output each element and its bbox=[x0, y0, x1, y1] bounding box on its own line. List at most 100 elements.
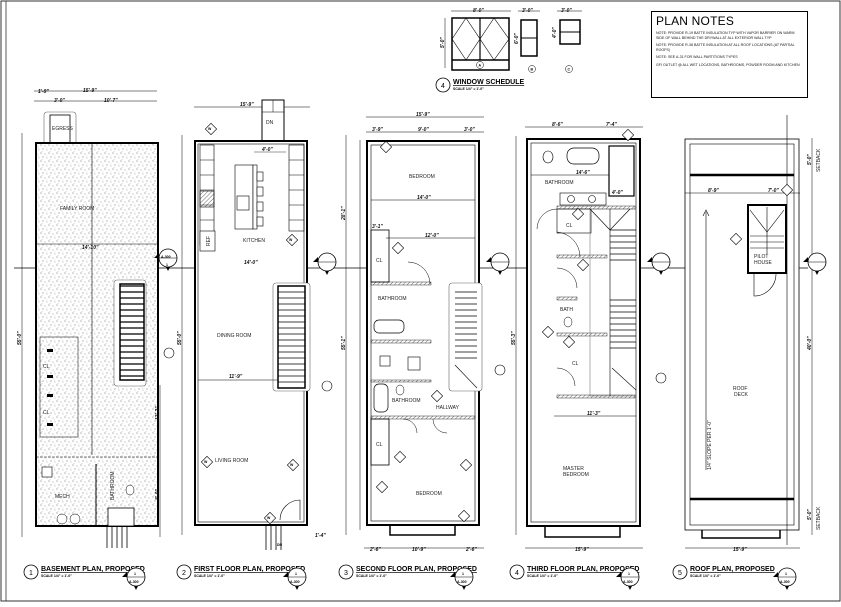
setback-label: SETBACK bbox=[816, 506, 822, 530]
plan-notes-title: PLAN NOTES bbox=[656, 14, 735, 28]
window-c-height: 4'-0" bbox=[552, 27, 558, 39]
plan-scale: SCALE 1/4" = 1'-0" bbox=[194, 574, 225, 578]
room-label-kitchen: KITCHEN bbox=[243, 238, 265, 244]
section-sheet: A-300 bbox=[290, 580, 300, 584]
plan-scale: SCALE 1/4" = 1'-0" bbox=[41, 574, 72, 578]
third-floor-plan: 8'-6" 7'-4" 14'-6" 4'-0" BATHROOM CL BAT… bbox=[509, 122, 671, 591]
dim-text: 10'-7" bbox=[104, 98, 118, 104]
schedule-number: 4 bbox=[441, 83, 445, 90]
room-label-pilot-house-2: HOUSE bbox=[754, 260, 772, 266]
plan-number: 1 bbox=[29, 570, 33, 577]
room-label-egress: EGRESS bbox=[52, 126, 74, 132]
dim-text: 14'-0" bbox=[244, 260, 258, 266]
room-label-cl: CL bbox=[376, 442, 383, 448]
plan-notes-list: NOTE: PROVIDE R-19 BATTE INSULATION TYP … bbox=[656, 31, 803, 68]
first-floor-plan: 15'-9" DN REF 4'-0" KITCHEN 14'-0" bbox=[163, 99, 337, 591]
dim-text: 55'-1" bbox=[341, 336, 347, 350]
plan-number-circle bbox=[338, 564, 354, 580]
dim-text: 14'-0" bbox=[417, 195, 431, 201]
room-label-master-bedroom-2: BEDROOM bbox=[563, 472, 589, 478]
svg-text:W: W bbox=[208, 127, 212, 131]
plan-notes-panel: PLAN NOTES NOTE: PROVIDE R-19 BATTE INSU… bbox=[651, 11, 808, 98]
room-label-bedroom: BEDROOM bbox=[416, 491, 442, 497]
dim-text: 55'-0" bbox=[177, 331, 183, 345]
roof-plan: 8'-9" 7'-0" PILOT HOUSE 1/4" SLOPE PER 1… bbox=[672, 115, 827, 591]
section-sheet: A-300 bbox=[161, 255, 171, 259]
stair-dn-label: DN bbox=[277, 543, 283, 547]
room-label-roof-deck: ROOF bbox=[733, 386, 747, 392]
room-label-bath: BATH bbox=[560, 307, 573, 313]
plan-number-circle bbox=[23, 564, 39, 580]
dim-text: 13'-2" bbox=[155, 406, 161, 420]
plan-number-circle bbox=[509, 564, 525, 580]
dim-text: 28'-1" bbox=[341, 206, 347, 221]
plan-note: NOTE: SEE A-31 FOR WALL PARTITIONS TYPES bbox=[656, 55, 738, 60]
section-number: 1 bbox=[166, 263, 168, 267]
dim-text: 1'-9" bbox=[38, 89, 49, 95]
window-c-tag: C bbox=[568, 68, 571, 72]
window-b-tag: B bbox=[531, 68, 534, 72]
dim-text: 2'-6" bbox=[465, 547, 477, 553]
dim-text: 15'-9" bbox=[240, 102, 254, 108]
plan-title: SECOND FLOOR PLAN, PROPOSED bbox=[356, 566, 477, 573]
room-label-cl: CL bbox=[43, 410, 50, 416]
section-sheet: A-300 bbox=[623, 580, 633, 584]
dim-text: 11'-9" bbox=[229, 374, 243, 380]
schedule-title: WINDOW SCHEDULE bbox=[453, 79, 524, 86]
dim-text: 15'-9" bbox=[83, 88, 97, 94]
svg-text:W: W bbox=[267, 516, 271, 520]
plan-title: FIRST FLOOR PLAN, PROPOSED bbox=[194, 566, 305, 573]
section-number: 1 bbox=[462, 572, 464, 576]
section-number: 1 bbox=[785, 572, 787, 576]
section-sheet: A-300 bbox=[780, 580, 790, 584]
plan-scale: SCALE 1/4" = 1'-0" bbox=[690, 574, 721, 578]
room-label-dining-room: DINING ROOM bbox=[217, 333, 251, 339]
window-b-height: 6'-0" bbox=[514, 33, 520, 44]
room-label-cl: CL bbox=[572, 361, 579, 367]
dim-text: 8'-6" bbox=[552, 122, 563, 128]
plan-number: 5 bbox=[678, 570, 682, 577]
appliance-ref: REF bbox=[206, 236, 212, 246]
plan-title: BASEMENT PLAN, PROPOSED bbox=[41, 566, 145, 573]
dim-text: 15'-9" bbox=[575, 547, 589, 553]
room-label-bathroom: BATHROOM bbox=[110, 471, 116, 500]
dim-text: 9'-0" bbox=[418, 127, 429, 133]
plan-note: GFI OUTLET @ ALL WET LOCATIONS, BATHROOM… bbox=[656, 62, 800, 67]
room-label-cl: CL bbox=[43, 364, 50, 370]
plan-title: THIRD FLOOR PLAN, PROPOSED bbox=[527, 566, 639, 573]
section-number: 1 bbox=[295, 572, 297, 576]
plan-scale: SCALE 1/4" = 1'-0" bbox=[527, 574, 558, 578]
dim-text: 3'-0" bbox=[54, 98, 65, 104]
room-label-cl: CL bbox=[566, 223, 573, 229]
plan-number: 4 bbox=[515, 570, 519, 577]
window-a-height: 5'-0" bbox=[440, 37, 446, 48]
dim-text: 3'-1" bbox=[372, 224, 383, 230]
room-label-bathroom: BATHROOM bbox=[392, 398, 421, 404]
dim-text: 7'-4" bbox=[606, 122, 617, 128]
dim-text: 3'-9" bbox=[372, 127, 383, 133]
schedule-scale: SCALE 1/4" = 1'-0" bbox=[453, 87, 484, 91]
window-c-width: 3'-0" bbox=[561, 8, 572, 14]
room-label-dn: DN bbox=[266, 120, 274, 126]
dim-text: 12'-0" bbox=[425, 233, 439, 239]
plan-scale: SCALE 1/4" = 1'-0" bbox=[356, 574, 387, 578]
dim-text: 8'-9" bbox=[708, 188, 719, 194]
window-schedule: 8'-0" A 5'-0" 3'-0" B 6'-0" 3'-0" C 4'-0… bbox=[435, 8, 582, 93]
svg-text:W: W bbox=[289, 238, 293, 242]
room-label-master-bedroom: MASTER bbox=[563, 466, 584, 472]
section-number: 1 bbox=[628, 572, 630, 576]
dim-text: 10'-9" bbox=[412, 547, 426, 553]
room-label-family-room: FAMILY ROOM bbox=[60, 206, 94, 212]
dim-text: 40'-0" bbox=[807, 336, 813, 351]
dim-text: 11'-3" bbox=[587, 411, 601, 417]
room-label-living-room: LIVING ROOM bbox=[215, 458, 248, 464]
section-number: 1 bbox=[134, 572, 136, 576]
dim-text: 5'-0" bbox=[807, 509, 813, 520]
dim-text: 5'-0" bbox=[807, 154, 813, 165]
dim-text: 15'-9" bbox=[733, 547, 747, 553]
room-label-bathroom: BATHROOM bbox=[545, 180, 574, 186]
room-label-bedroom: BEDROOM bbox=[409, 174, 435, 180]
plan-title: ROOF PLAN, PROPOSED bbox=[690, 566, 775, 573]
